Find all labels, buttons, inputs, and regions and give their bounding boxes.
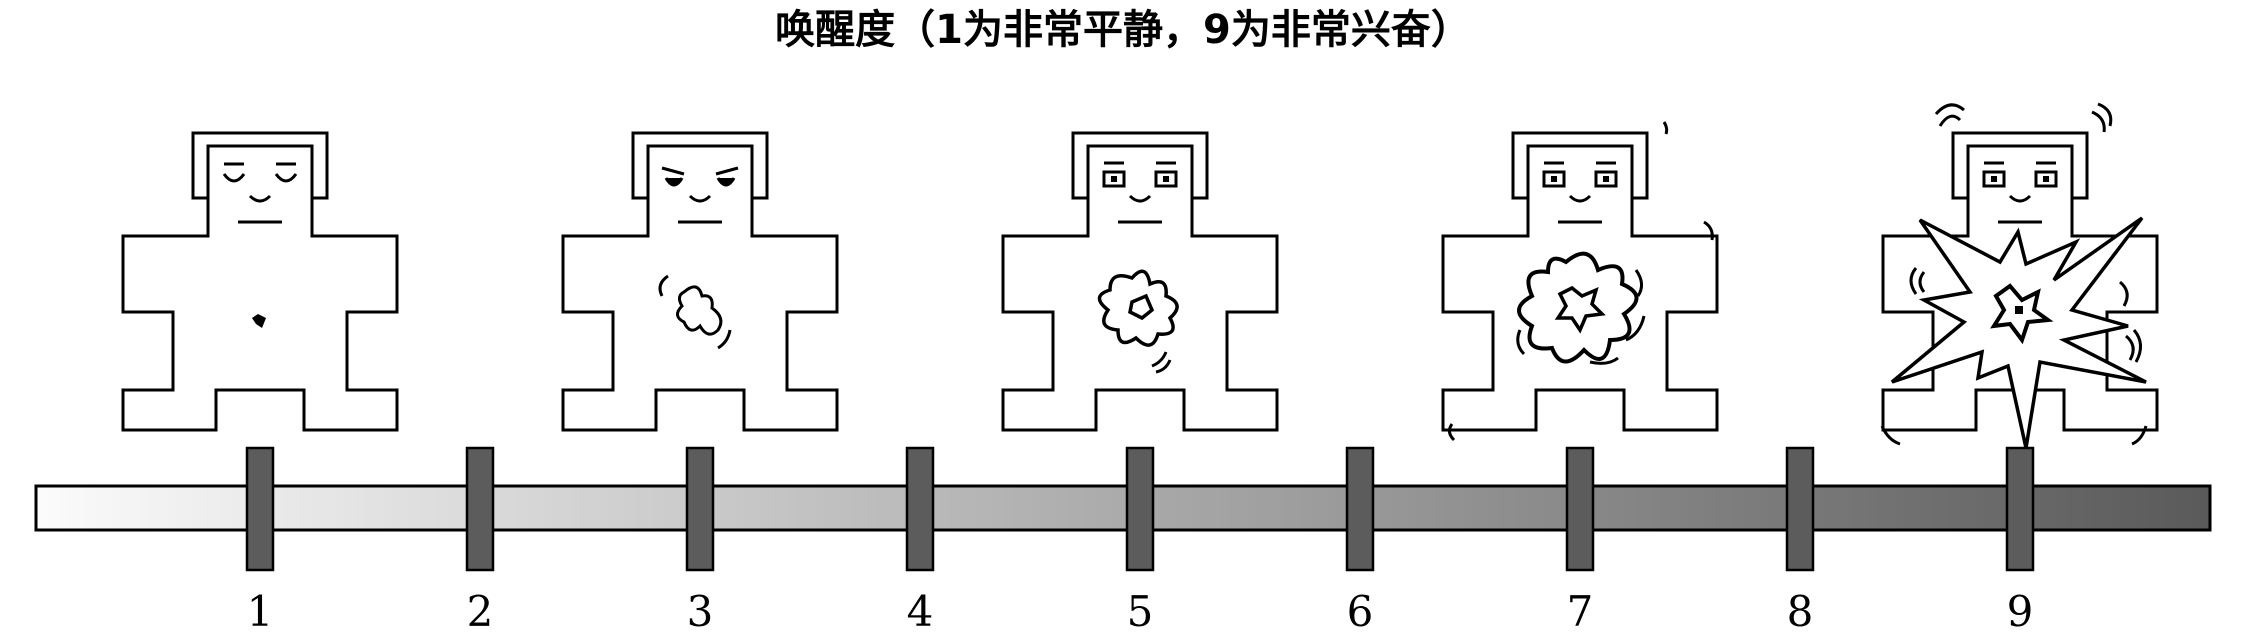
page-title: 唤醒度（1为非常平静，9为非常兴奋） xyxy=(775,7,1471,53)
motion-line xyxy=(1447,423,1456,442)
closed-eyes xyxy=(222,162,298,183)
open-eyes xyxy=(1102,161,1178,188)
mouth xyxy=(248,194,272,203)
motion-line xyxy=(1589,356,1619,365)
figure-body xyxy=(1001,131,1279,432)
motion-line xyxy=(1934,103,1965,116)
motion-line xyxy=(2132,329,2142,363)
scale-tick-8 xyxy=(1785,446,1815,572)
mouth xyxy=(1568,194,1592,203)
open-eyes xyxy=(1982,161,2058,188)
mouth xyxy=(2008,194,2032,203)
scale-tick-4 xyxy=(905,446,935,572)
figure-level-3 xyxy=(561,131,839,432)
scale-label-9: 9 xyxy=(2007,587,2034,636)
figure-body xyxy=(1441,131,1719,432)
motion-line xyxy=(1151,351,1168,368)
figure-level-9 xyxy=(1880,102,2159,449)
scale-label-7: 7 xyxy=(1567,587,1594,636)
motion-line xyxy=(2097,102,2113,127)
motion-line xyxy=(2131,425,2148,446)
figure-body xyxy=(121,131,399,432)
motion-line xyxy=(1662,121,1669,135)
scale-label-8: 8 xyxy=(1787,587,1814,636)
motion-line xyxy=(658,274,669,297)
scale-tick-1 xyxy=(245,446,275,572)
figure-level-7 xyxy=(1441,121,1719,442)
motion-line xyxy=(717,329,732,350)
scale-label-5: 5 xyxy=(1127,587,1154,636)
arousal-core xyxy=(1128,293,1155,321)
arousal-blob xyxy=(1097,269,1179,347)
frowning-eyes xyxy=(661,166,739,187)
scale-labels: 1 2 3 4 5 6 7 8 9 xyxy=(247,587,2034,636)
scale-label-6: 6 xyxy=(1347,587,1374,636)
scale-label-3: 3 xyxy=(687,587,714,636)
motion-line xyxy=(1918,271,1926,293)
figure-level-1 xyxy=(121,131,399,432)
open-eyes xyxy=(1542,161,1618,188)
motion-line xyxy=(1880,425,1901,446)
arousal-core xyxy=(1990,283,2054,345)
motion-line xyxy=(1634,269,1643,297)
motion-line xyxy=(2091,110,2106,133)
motion-line xyxy=(1938,114,1962,127)
figure-level-5 xyxy=(1001,131,1279,432)
motion-line xyxy=(1703,220,1714,241)
mouth xyxy=(1128,194,1152,203)
scale-label-1: 1 xyxy=(247,587,274,636)
motion-line xyxy=(1155,359,1172,374)
arousal-core xyxy=(1554,285,1606,334)
arousal-dot xyxy=(252,314,266,328)
scale-tick-9 xyxy=(2005,446,2035,572)
scale-tick-6 xyxy=(1345,446,1375,572)
scale-tick-3 xyxy=(685,446,715,572)
arousal-blob xyxy=(676,285,723,336)
motion-line xyxy=(2118,280,2129,307)
scale-tick-7 xyxy=(1565,446,1595,572)
scale-label-4: 4 xyxy=(907,587,934,636)
motion-line xyxy=(2124,334,2135,361)
motion-line xyxy=(1625,315,1646,342)
scale-label-2: 2 xyxy=(467,587,494,636)
scale-bar xyxy=(34,484,2212,532)
scale-tick-2 xyxy=(465,446,495,572)
figure-body xyxy=(561,131,839,432)
motion-line xyxy=(1909,267,1918,295)
arousal-blob xyxy=(1517,251,1639,364)
scale-tick-5 xyxy=(1125,446,1155,572)
arousal-dot xyxy=(2015,306,2023,314)
mouth xyxy=(688,194,712,203)
scale-ticks xyxy=(245,446,2035,572)
motion-line xyxy=(1516,329,1526,356)
